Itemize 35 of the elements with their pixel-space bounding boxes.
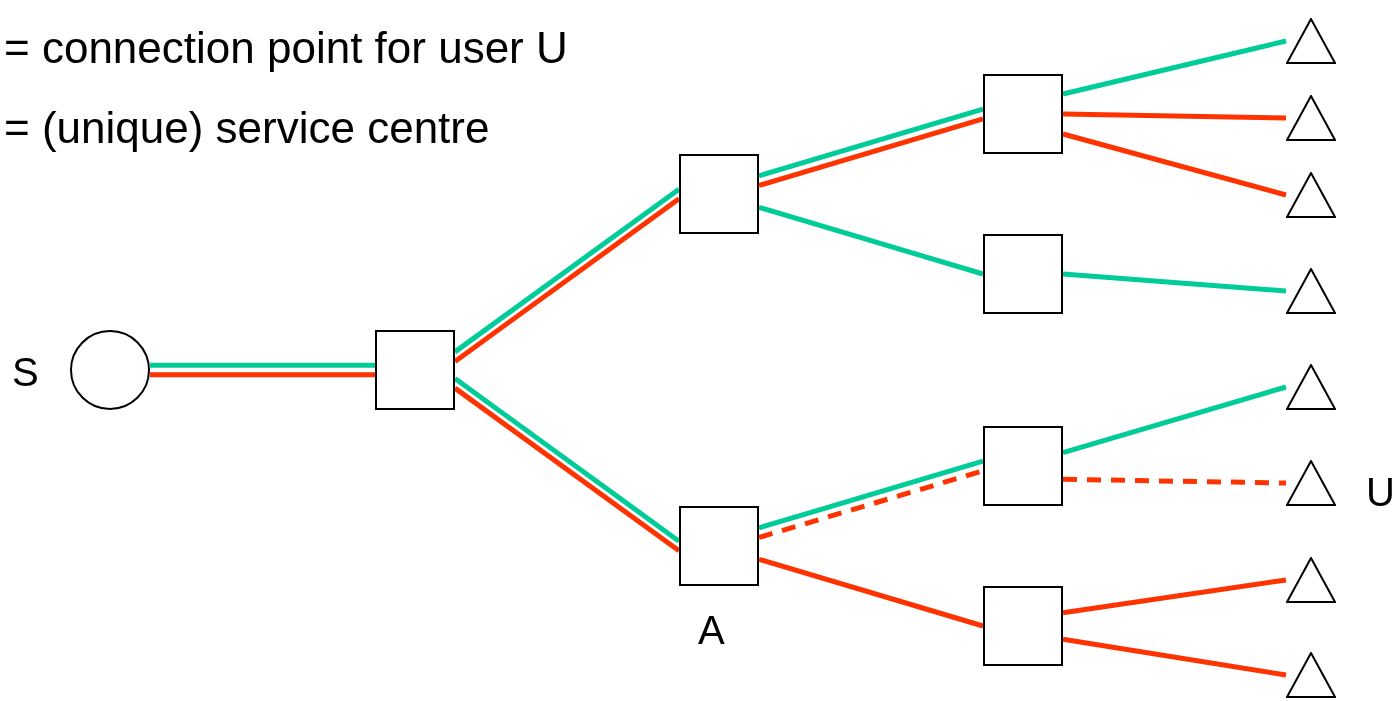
square-node xyxy=(679,154,759,234)
connector-line xyxy=(1062,271,1287,294)
triangle-node xyxy=(1286,172,1336,218)
connector-line xyxy=(1062,384,1287,456)
triangle-node xyxy=(1286,557,1336,603)
triangle-node xyxy=(1286,460,1336,506)
dashed-connector xyxy=(1062,476,1287,486)
node-name: A xyxy=(698,610,725,650)
node-name: U xyxy=(1366,472,1395,512)
square-node xyxy=(983,74,1063,154)
triangle-node xyxy=(1286,364,1336,410)
connector-line xyxy=(150,362,375,368)
node-name: S xyxy=(12,352,39,392)
connector-line xyxy=(1062,131,1287,198)
triangle-node xyxy=(1286,268,1336,314)
connector-line xyxy=(758,556,984,629)
triangle-node xyxy=(1286,95,1336,141)
triangle-node xyxy=(1286,652,1336,698)
legend-text: = (unique) service centre xyxy=(4,106,490,150)
connector-line xyxy=(758,116,984,188)
square-node xyxy=(983,586,1063,666)
connector-line xyxy=(758,458,984,531)
connector-line xyxy=(1062,577,1287,616)
square-node xyxy=(983,426,1063,506)
connector-line xyxy=(758,106,984,179)
connector-line xyxy=(150,372,375,378)
square-node xyxy=(679,506,759,586)
connector-line xyxy=(1062,38,1287,97)
square-node xyxy=(983,234,1063,314)
triangle-node xyxy=(1286,18,1336,64)
square-node xyxy=(375,330,455,410)
legend-text: = connection point for user U xyxy=(4,26,568,70)
connector-line xyxy=(758,204,984,277)
connector-line xyxy=(1062,636,1287,678)
connector-line xyxy=(1062,111,1287,121)
